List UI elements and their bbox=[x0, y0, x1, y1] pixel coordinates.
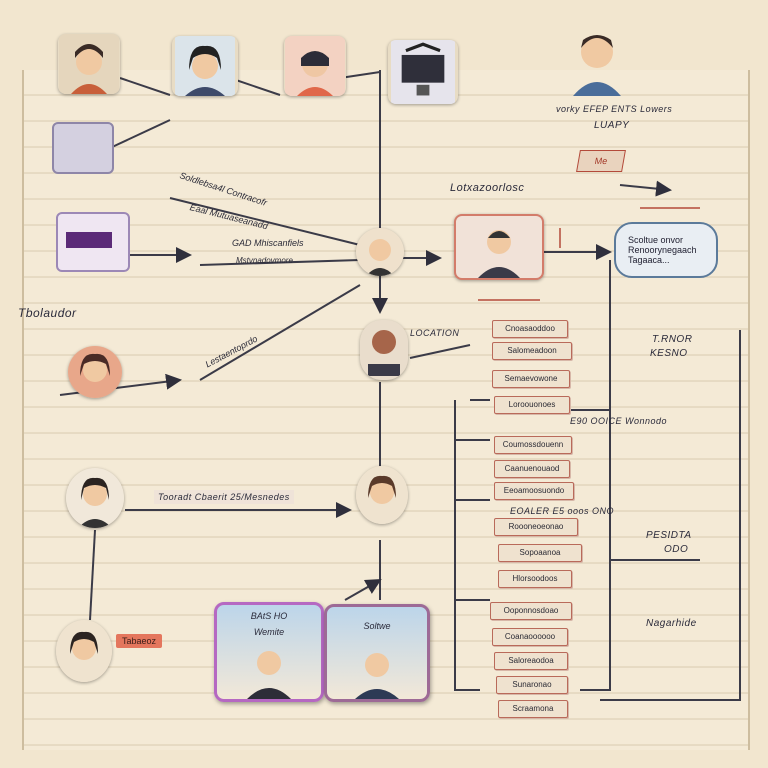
diagram-title: Tbolaudor bbox=[18, 306, 77, 320]
right-note-mid: E90 OOICE Wonnodo bbox=[570, 416, 668, 426]
timeline-box[interactable]: Semaevowone bbox=[492, 370, 570, 388]
team-person-node[interactable] bbox=[454, 214, 544, 280]
right-note-low: Nagarhide bbox=[646, 618, 697, 629]
timeline-box[interactable]: Scraamona bbox=[498, 700, 568, 718]
person-avatar-left-2[interactable] bbox=[66, 468, 124, 528]
person-avatar-1[interactable] bbox=[58, 34, 120, 94]
bubble-line-1: Scoltue onvor bbox=[628, 235, 684, 245]
timeline-box[interactable]: Ooponnosdoao bbox=[490, 602, 572, 620]
person-avatar-center-3[interactable] bbox=[356, 466, 408, 524]
right-note-top2: KESNO bbox=[650, 348, 688, 359]
center-process-label: Lotxazoorlosc bbox=[450, 182, 525, 194]
hardware-device-icon[interactable] bbox=[52, 122, 114, 174]
edge-label-4: Mstvnadovmore bbox=[236, 256, 293, 265]
device-computer-icon[interactable] bbox=[388, 40, 458, 104]
header-note-line2: LUAPY bbox=[594, 120, 630, 131]
right-note-top: T.RNOR bbox=[652, 334, 693, 345]
location-label: LOCATION bbox=[410, 328, 460, 338]
timeline-box[interactable]: Sunaronao bbox=[496, 676, 568, 694]
edge-label-3: GAD Mhiscanfiels bbox=[232, 238, 304, 248]
card-1-subtitle: Wemite bbox=[253, 627, 285, 637]
info-speech-bubble: Scoltue onvor Renoorynegaach Tagaaca... bbox=[614, 222, 718, 278]
timeline-box[interactable]: Cnoasaoddoo bbox=[492, 320, 568, 338]
profile-card-2[interactable]: Soltwe bbox=[324, 604, 430, 702]
card-1-title: BAtS HO bbox=[250, 611, 288, 621]
person-avatar-manager[interactable] bbox=[566, 26, 628, 96]
bubble-line-3: Tagaaca... bbox=[628, 255, 670, 265]
header-note-line1: vorky EFEP ENTS Lowers bbox=[556, 104, 673, 114]
timeline-box[interactable]: Caanuenouaod bbox=[494, 460, 570, 478]
person-avatar-3[interactable] bbox=[284, 36, 346, 96]
profile-card-1[interactable]: BAtS HO Wemite bbox=[214, 602, 324, 702]
mid-note-label: Tooradt Cbaerit 25/Mesnedes bbox=[154, 490, 294, 504]
bubble-line-2: Renoorynegaach bbox=[628, 245, 697, 255]
timeline-box[interactable]: Roooneoeonao bbox=[494, 518, 578, 536]
timeline-box[interactable]: Sopoaanoa bbox=[498, 544, 582, 562]
right-note-side: PESIDTA bbox=[646, 530, 692, 541]
right-note-mid2: EOALER E5 ooos ONO bbox=[510, 506, 615, 516]
card-2-title: Soltwe bbox=[363, 621, 391, 631]
timeline-box[interactable]: Eeoamoosuondo bbox=[494, 482, 574, 500]
timeline-box[interactable]: Loroouonoes bbox=[494, 396, 570, 414]
timeline-box[interactable]: Coumossdouenn bbox=[494, 436, 572, 454]
person-avatar-left-1[interactable] bbox=[68, 346, 122, 398]
right-note-side2: ODO bbox=[664, 544, 689, 555]
timeline-box[interactable]: Hlorsoodoos bbox=[498, 570, 572, 588]
person-avatar-left-3[interactable] bbox=[56, 620, 112, 682]
middle-person-node[interactable] bbox=[360, 320, 408, 380]
projector-device-icon[interactable] bbox=[56, 212, 130, 272]
person-avatar-2[interactable] bbox=[172, 36, 238, 96]
central-person-node[interactable] bbox=[356, 228, 404, 276]
timeline-box[interactable]: Coanaoooooo bbox=[492, 628, 568, 646]
header-flag: Me bbox=[576, 150, 626, 172]
timeline-box[interactable]: Salomeadoon bbox=[492, 342, 572, 360]
bottom-left-tag: Tabaeoz bbox=[116, 634, 163, 648]
timeline-box[interactable]: Saloreaodoa bbox=[494, 652, 568, 670]
